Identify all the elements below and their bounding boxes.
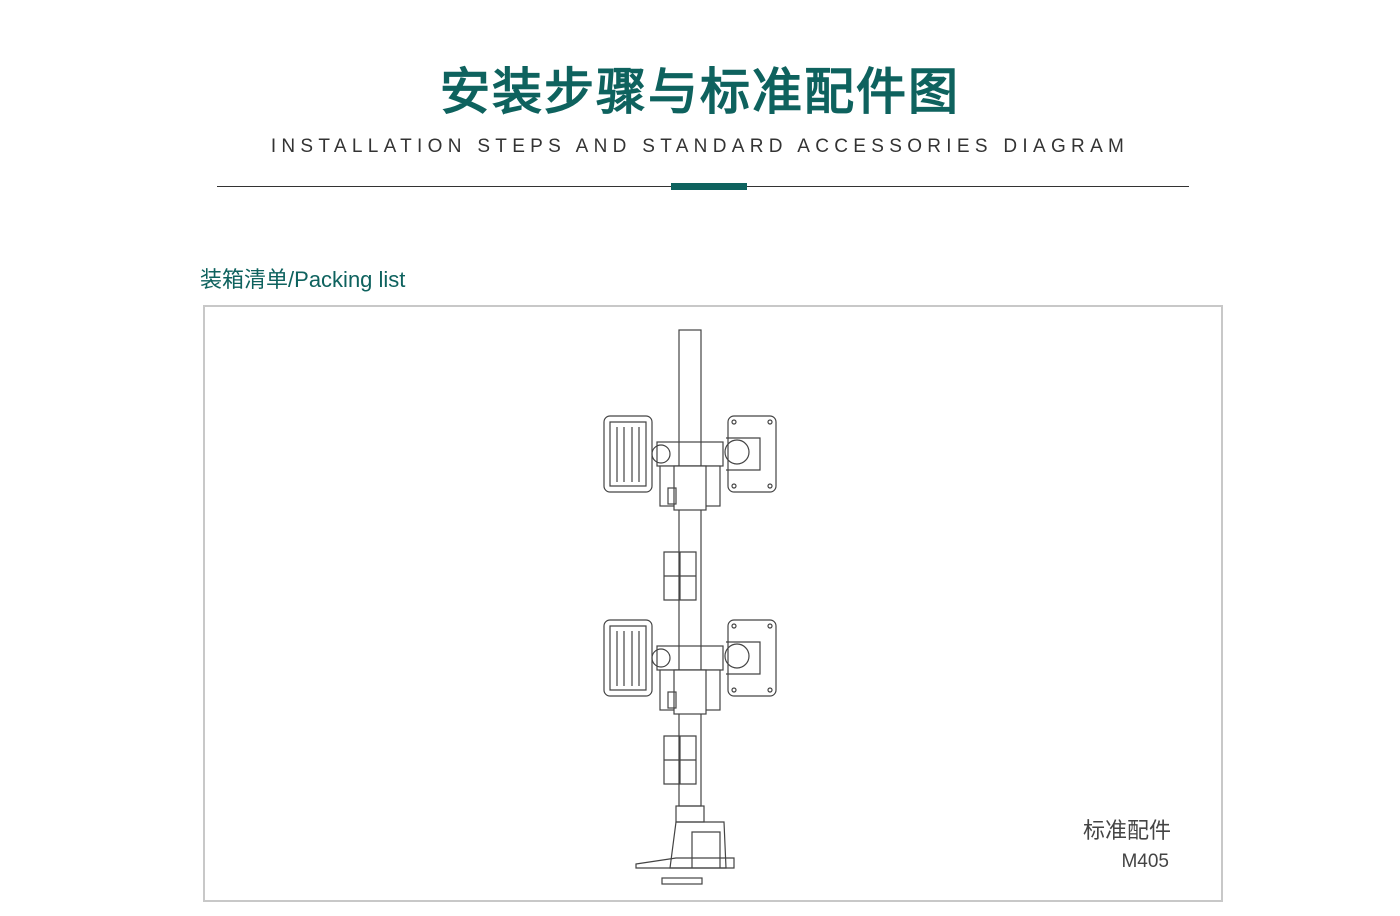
section-separator: / bbox=[288, 267, 295, 292]
page-subtitle: INSTALLATION STEPS AND STANDARD ACCESSOR… bbox=[270, 136, 1130, 157]
section-heading: 装箱清单/Packing list bbox=[200, 262, 405, 294]
page-title: 安装步骤与标准配件图 bbox=[440, 63, 960, 121]
product-model: M405 bbox=[1121, 851, 1169, 872]
product-label: 标准配件 bbox=[1082, 819, 1171, 844]
monitor-mount-drawing bbox=[603, 329, 777, 885]
section-label-cn: 装箱清单 bbox=[200, 268, 289, 293]
section-label-en: Packing list bbox=[294, 267, 406, 292]
packing-list-panel: 标准配件 M405 bbox=[203, 305, 1223, 902]
divider-accent bbox=[671, 183, 747, 190]
